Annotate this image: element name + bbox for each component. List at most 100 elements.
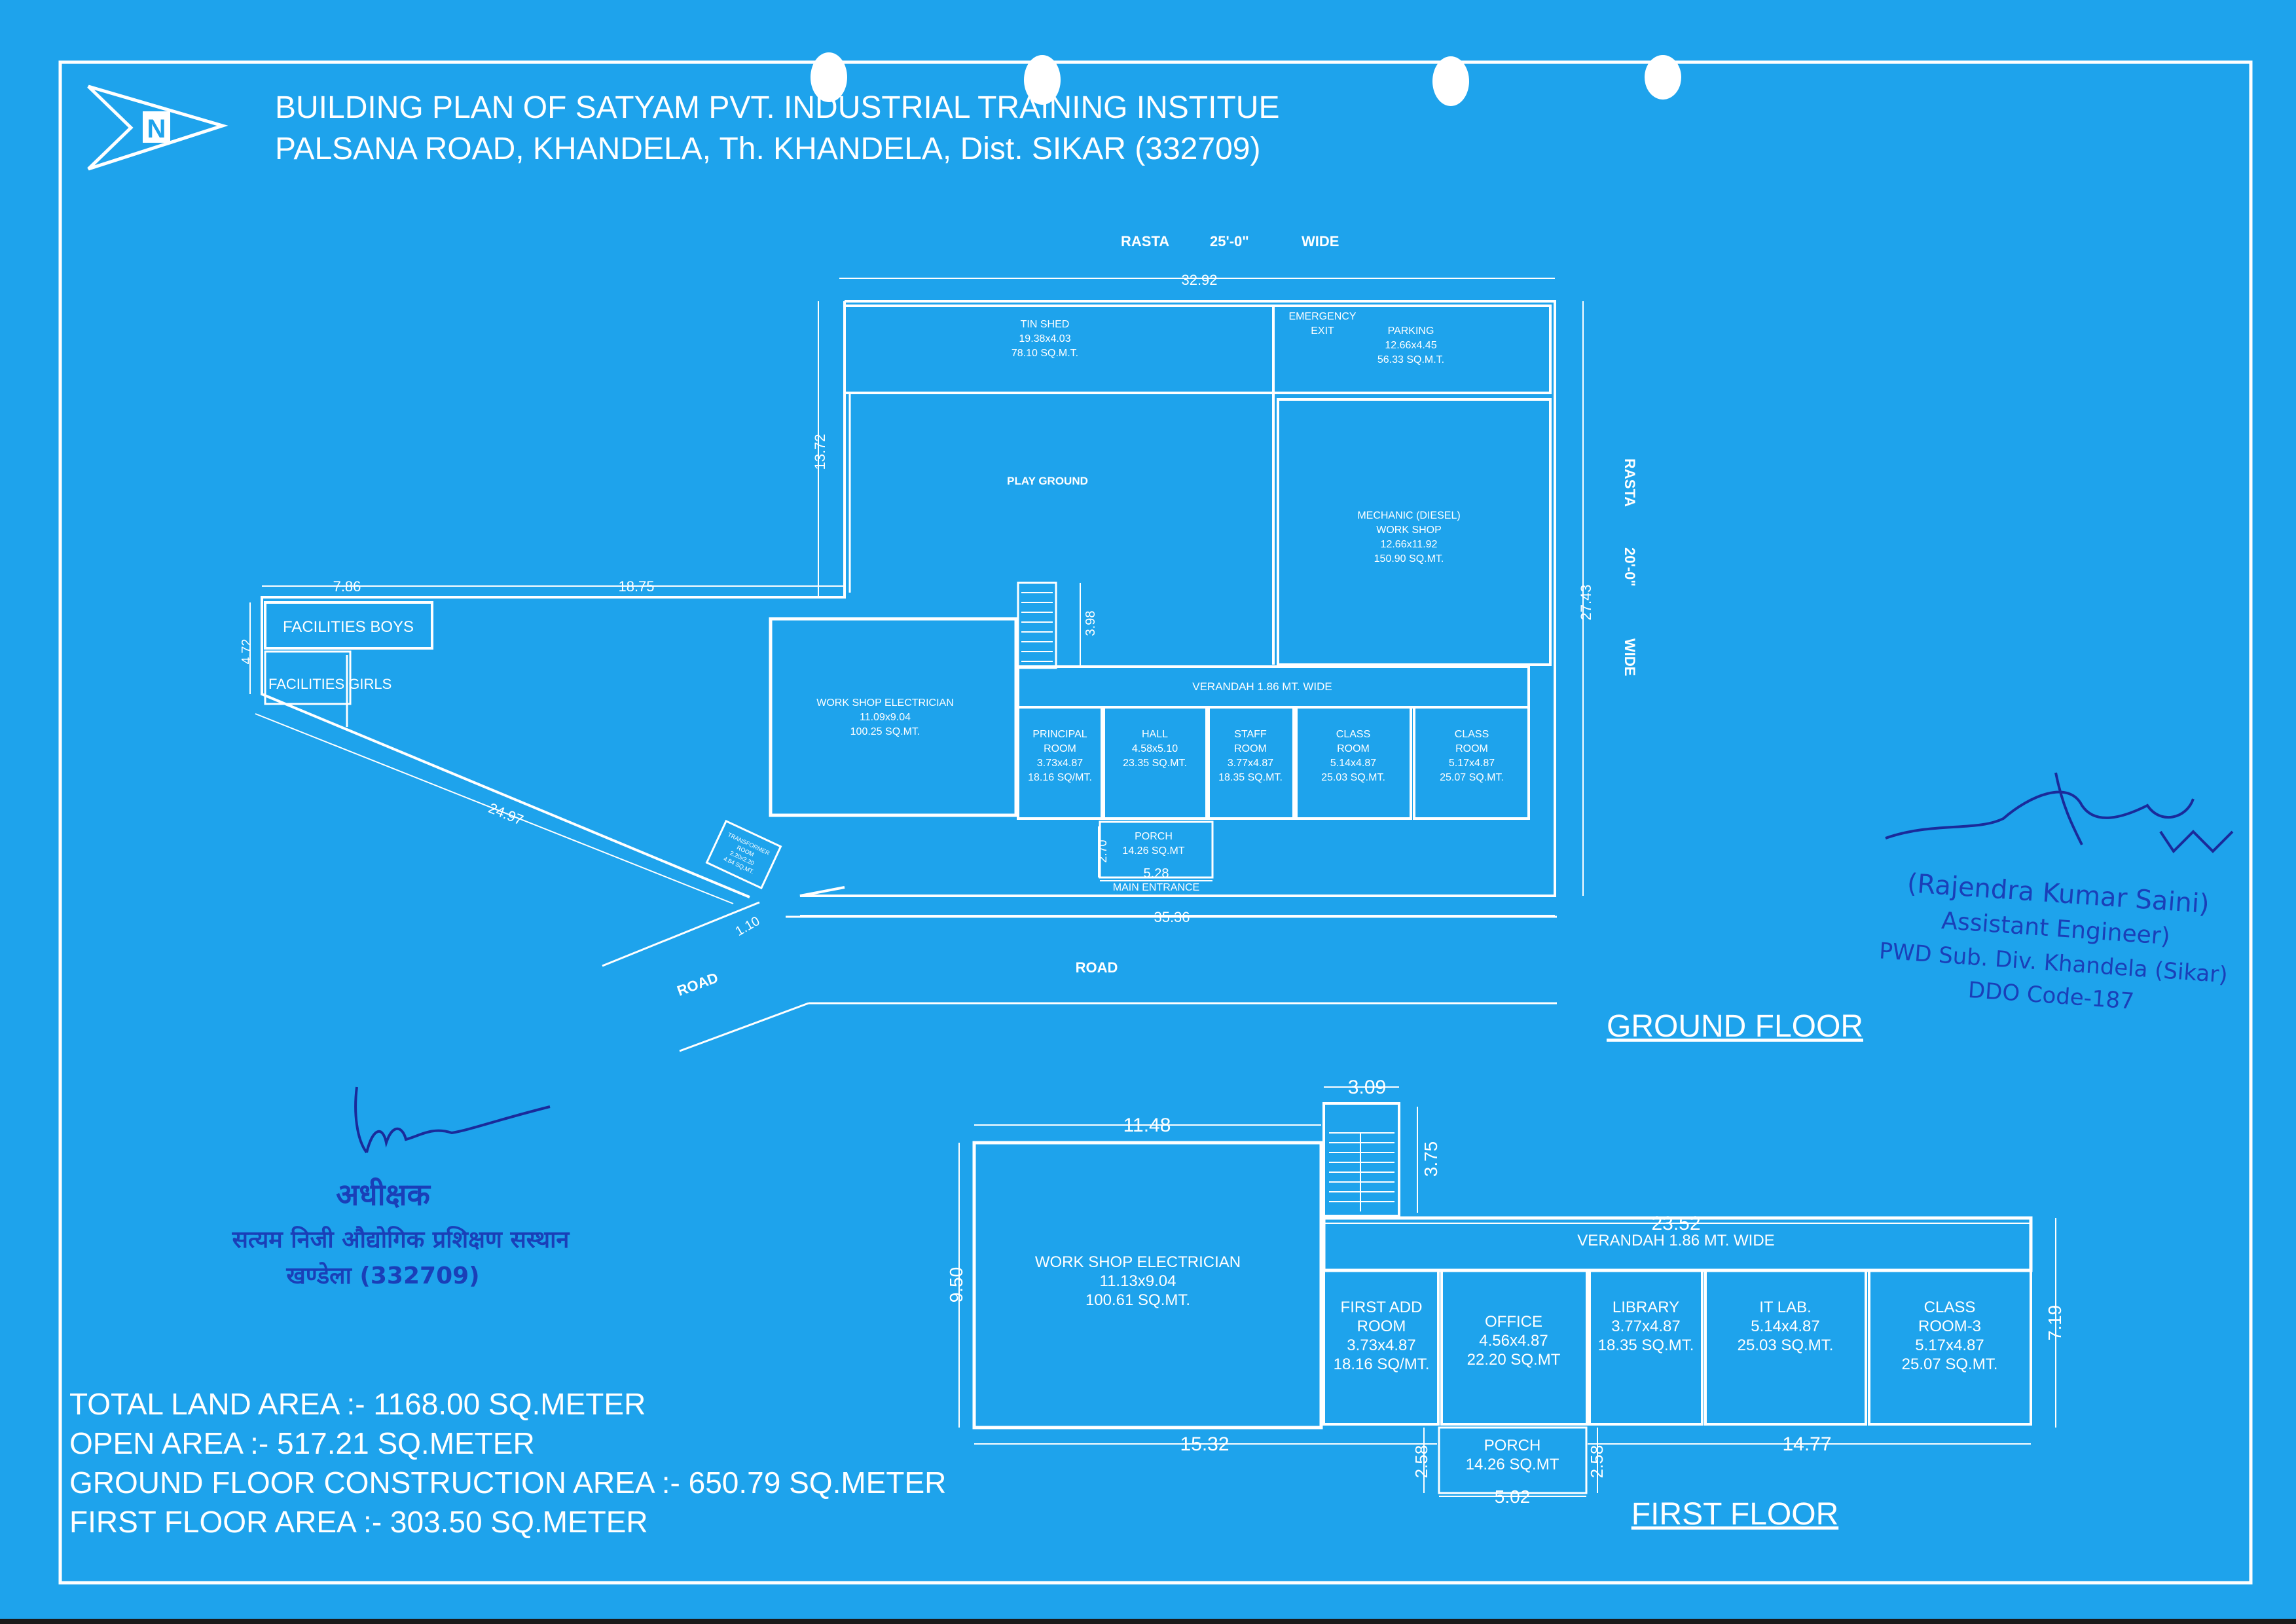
north-arrow-icon: N	[87, 84, 228, 171]
it-lab-area: 25.03 SQ.MT.	[1738, 1337, 1834, 1354]
class3-line1: CLASS	[1924, 1299, 1976, 1316]
first-floor-plan	[958, 1086, 2056, 1497]
class1-size: 5.14x4.87	[1330, 758, 1376, 769]
stamp-left-title: अधीक्षक	[336, 1177, 431, 1212]
gf-verandah-label: VERANDAH 1.86 MT. WIDE	[1192, 680, 1332, 693]
hall-name: HALL	[1142, 729, 1168, 740]
area-first-floor: FIRST FLOOR AREA :- 303.50 SQ.METER	[69, 1505, 648, 1539]
ff-verandah-label: VERANDAH 1.86 MT. WIDE	[1577, 1232, 1774, 1249]
facilities-girls-label: FACILITIES GIRLS	[268, 676, 392, 692]
area-open: OPEN AREA :- 517.21 SQ.METER	[69, 1426, 535, 1460]
tin-shed-size: 19.38x4.03	[1019, 333, 1070, 344]
parking-name: PARKING	[1388, 325, 1434, 337]
first-add-size: 3.73x4.87	[1347, 1337, 1415, 1354]
road-left-label: ROAD	[675, 969, 720, 999]
ff-dim-top-left: 11.48	[1123, 1115, 1171, 1136]
rasta-right-size: 20'-0"	[1622, 547, 1638, 587]
parking-size: 12.66x4.45	[1385, 340, 1436, 351]
signature-right	[1885, 772, 2234, 854]
stamp-left-line3: खण्डेला (332709)	[285, 1262, 479, 1289]
punch-hole	[1024, 55, 1061, 105]
emergency-exit-line1: EMERGENCY	[1288, 311, 1356, 322]
ws-electrician-area: 100.25 SQ.MT.	[850, 726, 920, 737]
north-letter: N	[147, 115, 166, 143]
dim-porch-width: 5.28	[1144, 866, 1169, 881]
principal-area: 18.16 SQ/MT.	[1028, 772, 1092, 783]
title-line2: PALSANA ROAD, KHANDELA, Th. KHANDELA, Di…	[275, 132, 1260, 166]
area-ground-floor: GROUND FLOOR CONSTRUCTION AREA :- 650.79…	[69, 1466, 946, 1500]
dim-porch-height: 2.70	[1096, 840, 1109, 862]
staff-line1: STAFF	[1234, 729, 1267, 740]
class1-line1: CLASS	[1336, 729, 1370, 740]
main-entrance-label: MAIN ENTRANCE	[1113, 882, 1199, 893]
dim-diagonal: 24.97	[486, 800, 526, 828]
class2-line2: ROOM	[1455, 743, 1488, 754]
rasta-right-wide: WIDE	[1622, 638, 1638, 676]
ff-workshop-area: 100.61 SQ.MT.	[1085, 1291, 1190, 1309]
class1-line2: ROOM	[1337, 743, 1370, 754]
staff-size: 3.77x4.87	[1228, 758, 1273, 769]
dim-right-height: 27.43	[1578, 584, 1594, 620]
ws-electrician-name: WORK SHOP ELECTRICIAN	[816, 697, 954, 709]
rasta-right-name: RASTA	[1622, 458, 1638, 507]
mechanic-area: 150.90 SQ.MT.	[1374, 553, 1444, 564]
emergency-exit-line2: EXIT	[1311, 325, 1334, 337]
tin-shed-area: 78.10 SQ.M.T.	[1011, 348, 1078, 359]
ff-dim-stair-width: 3.09	[1348, 1077, 1386, 1098]
office-size: 4.56x4.87	[1479, 1332, 1548, 1350]
dim-small-a: 1.10	[733, 914, 763, 940]
tin-shed-name: TIN SHED	[1021, 319, 1070, 330]
dim-facilities-height: 4.72	[240, 639, 254, 665]
rasta-top-wide: WIDE	[1302, 233, 1339, 249]
punch-hole	[811, 52, 847, 102]
class2-size: 5.17x4.87	[1449, 758, 1495, 769]
office-name: OFFICE	[1485, 1313, 1542, 1331]
it-lab-size: 5.14x4.87	[1751, 1318, 1819, 1335]
ff-dim-verandah-width: 23.52	[1651, 1213, 1700, 1234]
first-add-area: 18.16 SQ/MT.	[1334, 1356, 1430, 1373]
ff-dim-bottom-left: 15.32	[1180, 1433, 1229, 1455]
superintendent-stamp: अधीक्षक सत्यम निजी औद्योगिक प्रशिक्षण सस…	[232, 1086, 571, 1289]
play-ground-label: PLAY GROUND	[1007, 475, 1088, 487]
class3-size: 5.17x4.87	[1915, 1337, 1984, 1354]
stamp-right-office: PWD Sub. Div. Khandela (Sikar)	[1878, 938, 2229, 988]
dim-left-b: 18.75	[618, 578, 654, 595]
rasta-top-name: RASTA	[1121, 233, 1169, 249]
class2-line1: CLASS	[1455, 729, 1489, 740]
ground-floor-labels: RASTA 25'-0" WIDE RASTA 20'-0" WIDE 32.9…	[240, 233, 1863, 1044]
mechanic-line1: MECHANIC (DIESEL)	[1357, 510, 1460, 521]
ws-electrician-size: 11.09x9.04	[860, 712, 911, 723]
ff-dim-bottom-right: 14.77	[1782, 1433, 1831, 1455]
ff-workshop-name: WORK SHOP ELECTRICIAN	[1035, 1253, 1241, 1271]
sheet-border	[58, 60, 2253, 1585]
hall-size: 4.58x5.10	[1132, 743, 1178, 754]
principal-line2: ROOM	[1044, 743, 1076, 754]
stamp-left-line2: सत्यम निजी औद्योगिक प्रशिक्षण सस्थान	[232, 1226, 571, 1253]
ff-porch-area: 14.26 SQ.MT	[1466, 1456, 1559, 1473]
facilities-boys-label: FACILITIES BOYS	[283, 618, 414, 636]
ff-porch-name: PORCH	[1484, 1437, 1541, 1454]
office-area: 22.20 SQ.MT	[1467, 1351, 1561, 1369]
rasta-top-size: 25'-0"	[1210, 233, 1249, 249]
ground-floor-title: GROUND FLOOR	[1607, 1009, 1863, 1044]
library-area: 18.35 SQ.MT.	[1598, 1337, 1694, 1354]
principal-size: 3.73x4.87	[1037, 758, 1083, 769]
stamp-right-code: DDO Code-187	[1967, 977, 2135, 1015]
ff-dim-stair-height: 3.75	[1421, 1141, 1441, 1177]
principal-line1: PRINCIPAL	[1032, 729, 1087, 740]
parking-area: 56.33 SQ.M.T.	[1377, 354, 1444, 365]
class2-area: 25.07 SQ.MT.	[1440, 772, 1504, 783]
punch-hole	[1432, 56, 1469, 106]
first-add-line1: FIRST ADD	[1341, 1299, 1423, 1316]
first-add-line2: ROOM	[1357, 1318, 1406, 1335]
ff-dim-left-height: 9.50	[946, 1267, 966, 1303]
dim-stair-height: 3.98	[1084, 611, 1098, 637]
dim-top-width: 32.92	[1181, 272, 1217, 288]
library-size: 3.77x4.87	[1611, 1318, 1680, 1335]
mechanic-size: 12.66x11.92	[1381, 539, 1438, 550]
dim-left-a: 7.86	[333, 578, 361, 595]
punch-hole	[1645, 55, 1681, 100]
first-floor-labels: 11.48 3.09 3.75 23.52 9.50 7.19 15.32 14…	[946, 1077, 2065, 1532]
road-main-label: ROAD	[1076, 959, 1118, 976]
